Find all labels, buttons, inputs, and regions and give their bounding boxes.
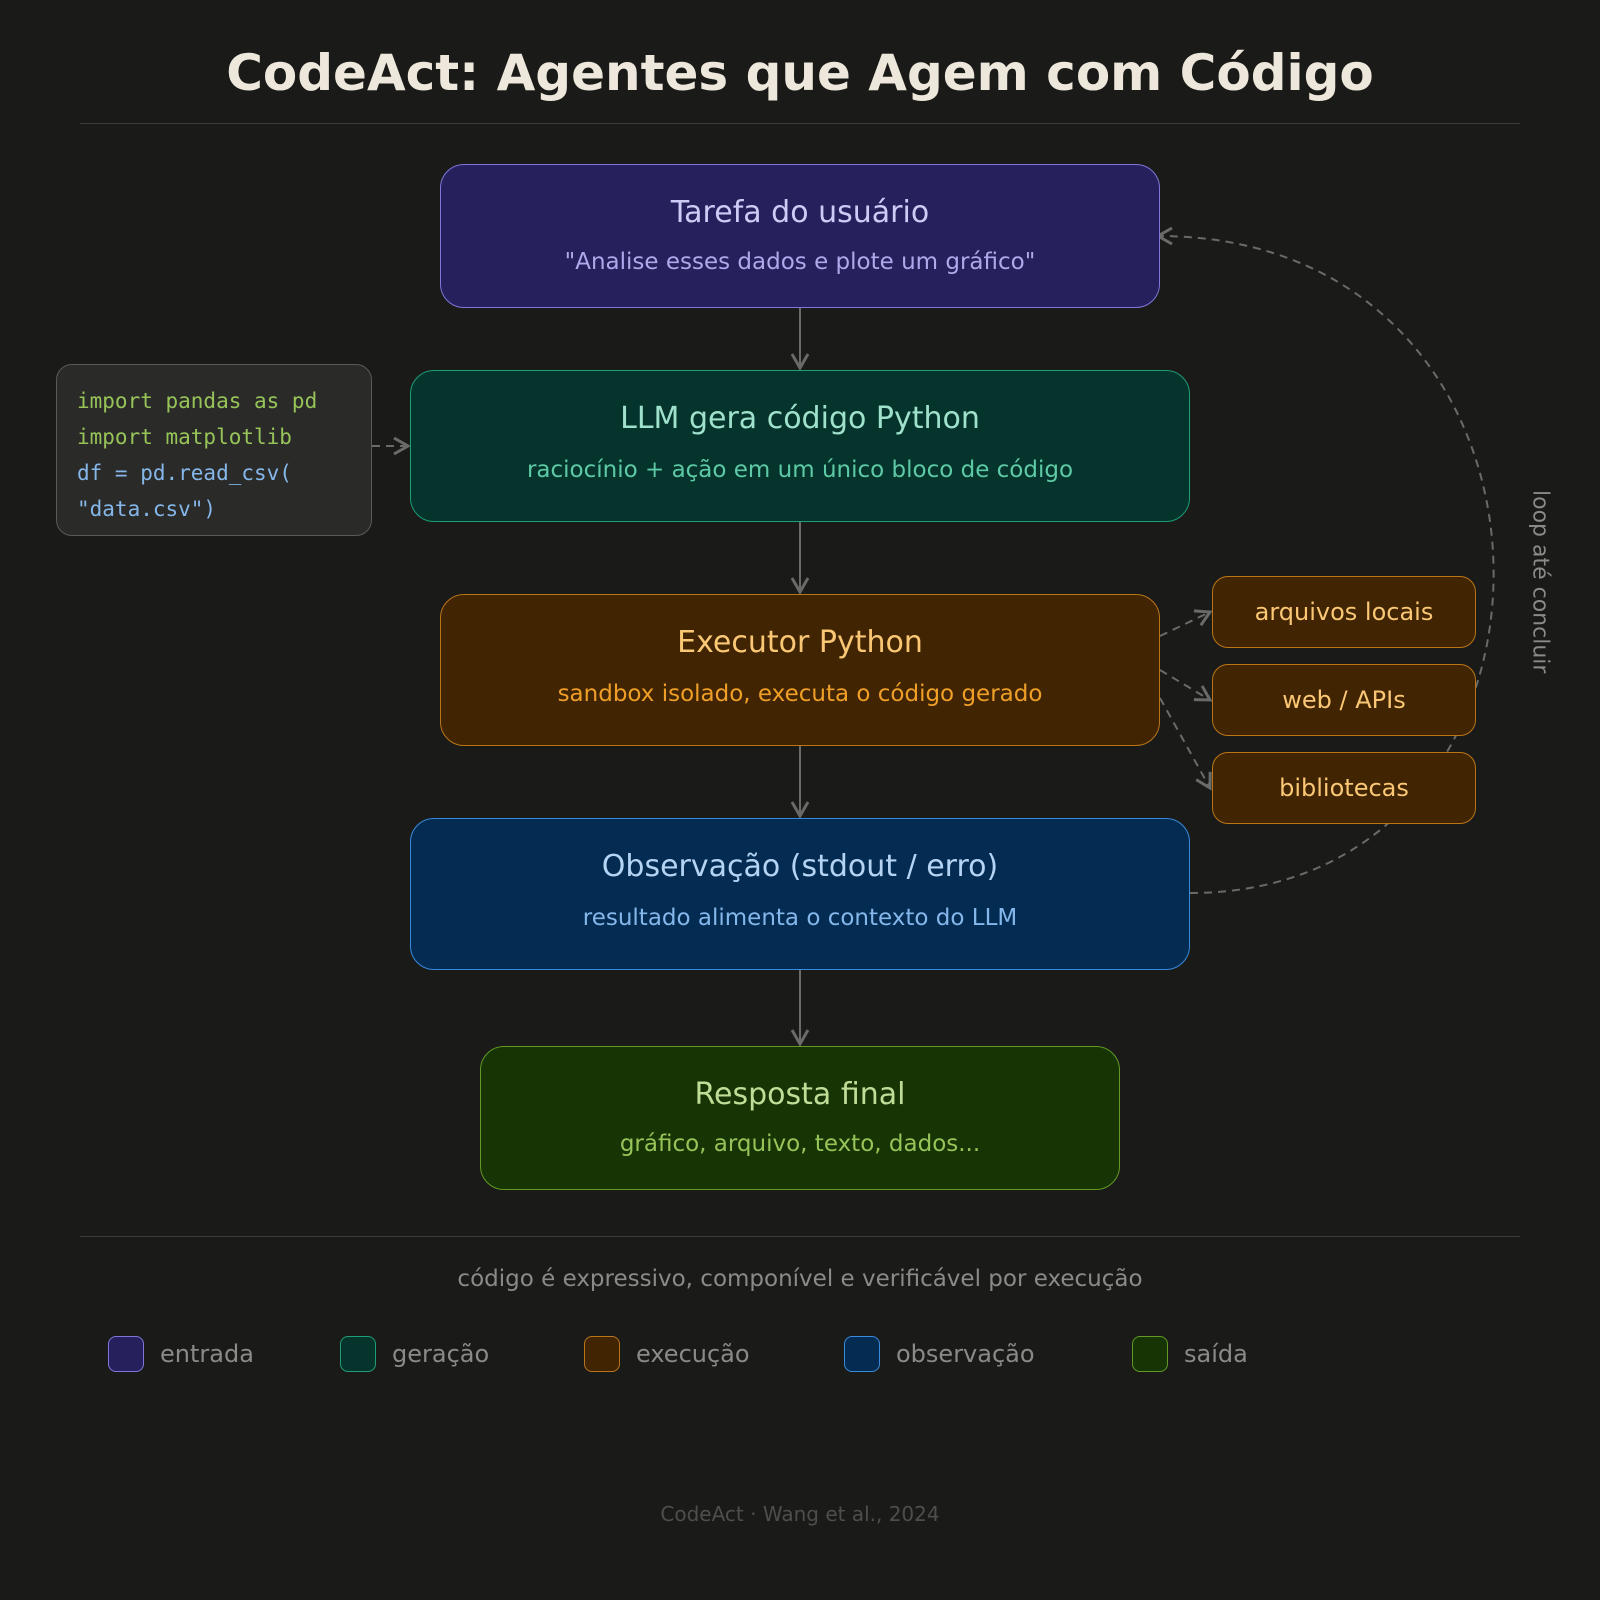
legend-label: entrada (160, 1340, 254, 1368)
node-title: Observação (stdout / erro) (601, 849, 999, 884)
node-subtitle: sandbox isolado, executa o código gerado (557, 681, 1043, 707)
code-line: import pandas as pd (77, 389, 318, 413)
node-executor: Executor Python sandbox isolado, executa… (440, 594, 1160, 746)
node-title: Executor Python (677, 625, 923, 660)
legend-swatch (1132, 1336, 1168, 1372)
credit: CodeAct · Wang et al., 2024 (660, 1502, 940, 1526)
arrow-exec-files (1159, 609, 1213, 637)
legend-label: geração (392, 1340, 490, 1368)
legend-swatch (340, 1336, 376, 1372)
node-observation: Observação (stdout / erro) resultado ali… (410, 818, 1190, 970)
legend-label: observação (896, 1340, 1035, 1368)
node-title: Resposta final (694, 1077, 906, 1112)
node-final: Resposta final gráfico, arquivo, texto, … (480, 1046, 1120, 1190)
legend-item-observacao: observação (844, 1336, 1035, 1372)
code-snippet: import pandas as pd import matplotlib df… (56, 364, 372, 536)
divider (80, 123, 1520, 124)
node-subtitle: gráfico, arquivo, texto, dados... (619, 1131, 981, 1157)
code-line: "data.csv") (77, 497, 217, 521)
node-title: Tarefa do usuário (670, 195, 930, 230)
node-subtitle: raciocínio + ação em um único bloco de c… (526, 457, 1074, 483)
resource-web-apis: web / APIs (1212, 664, 1476, 736)
node-subtitle: "Analise esses dados e plote um gráfico" (564, 249, 1036, 275)
legend-swatch (584, 1336, 620, 1372)
arrow-exec-web (1159, 669, 1213, 702)
code-line: import matplotlib (77, 425, 292, 449)
node-task: Tarefa do usuário "Analise esses dados e… (440, 164, 1160, 308)
legend-item-entrada: entrada (108, 1336, 254, 1372)
legend-label: saída (1184, 1340, 1248, 1368)
diagram-title: CodeAct: Agentes que Agem com Código (226, 44, 1374, 102)
legend-item-saida: saída (1132, 1336, 1248, 1372)
loop-label: loop até concluir (1527, 490, 1553, 674)
legend-label: execução (636, 1340, 750, 1368)
arrow-exec-libs (1159, 697, 1212, 791)
legend-swatch (844, 1336, 880, 1372)
node-subtitle: resultado alimenta o contexto do LLM (582, 905, 1018, 931)
legend-item-execucao: execução (584, 1336, 750, 1372)
divider (80, 1236, 1520, 1237)
legend-swatch (108, 1336, 144, 1372)
resource-local-files: arquivos locais (1212, 576, 1476, 648)
footer-note: código é expressivo, componível e verifi… (457, 1266, 1143, 1292)
node-llm: LLM gera código Python raciocínio + ação… (410, 370, 1190, 522)
code-line: df = pd.read_csv( (77, 461, 292, 485)
legend-item-geracao: geração (340, 1336, 489, 1372)
resource-libraries: bibliotecas (1212, 752, 1476, 824)
node-title: LLM gera código Python (620, 401, 980, 436)
